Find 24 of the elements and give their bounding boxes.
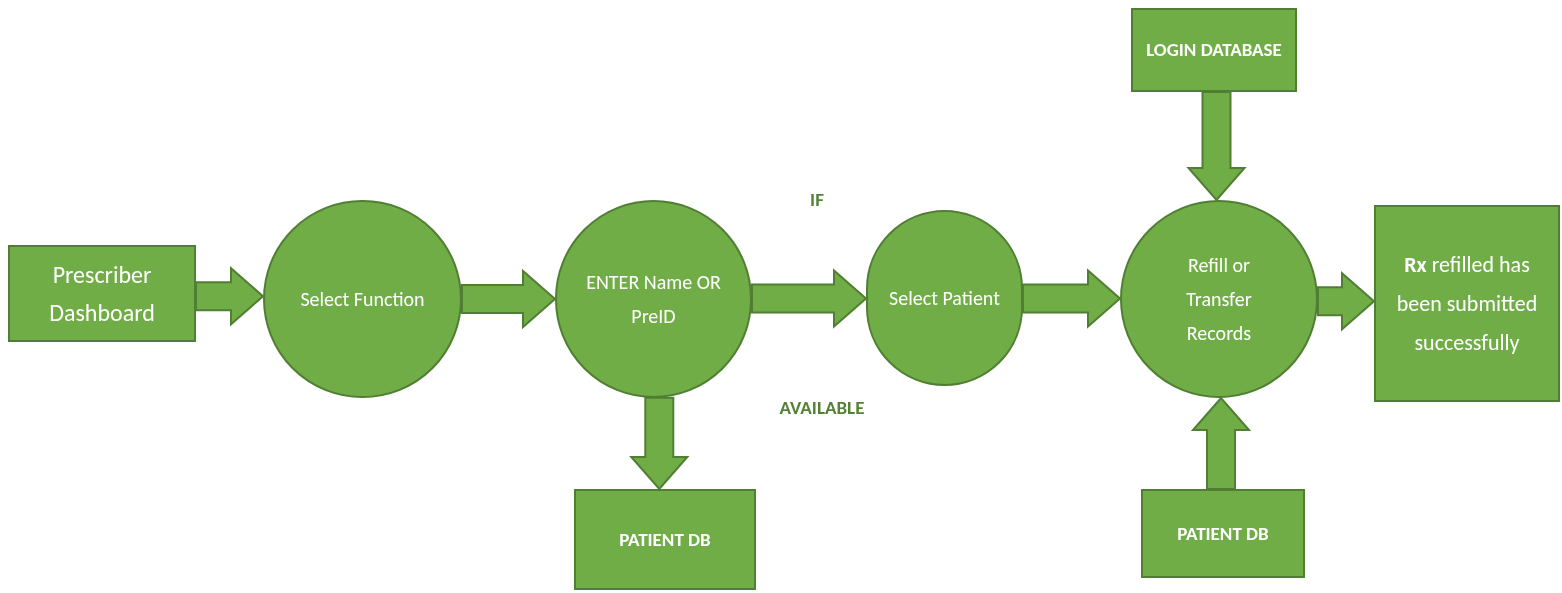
block-arrow (195, 266, 265, 327)
process-box (1374, 205, 1560, 402)
node-label: Rx refilled has been submitted successfully (1395, 250, 1539, 358)
block-arrow (1022, 268, 1122, 329)
block-arrow (1190, 396, 1252, 490)
node-label: LOGIN DATABASE (1146, 37, 1282, 63)
condition-label: AVAILABLE (778, 395, 866, 421)
process-box (1131, 8, 1297, 92)
node-label: Select Function (300, 286, 425, 313)
process-box (8, 245, 196, 342)
node-label: PATIENT DB (619, 526, 711, 553)
process-box (1141, 489, 1305, 578)
process-box (574, 489, 756, 590)
block-arrow (751, 268, 868, 329)
block-arrow (461, 268, 557, 330)
node-label: Prescriber Dashboard (48, 258, 156, 329)
block-arrow (1186, 91, 1247, 202)
condition-label: IF (809, 187, 825, 213)
node-label: Refill or Transfer Records (1185, 252, 1253, 347)
node-label: Select Patient (889, 285, 1000, 312)
node-label: ENTER Name OR PreID (585, 269, 722, 330)
node-label: PATIENT DB (1177, 520, 1269, 547)
block-arrow (629, 396, 690, 491)
block-arrow (1317, 271, 1376, 332)
